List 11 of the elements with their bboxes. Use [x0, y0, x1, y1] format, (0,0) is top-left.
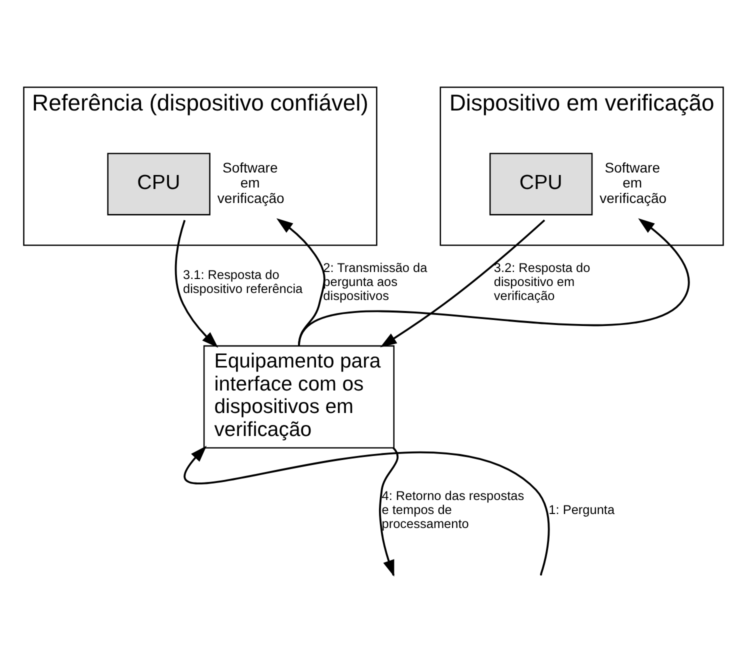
- arrow: [298, 218, 690, 346]
- node-label: Software em verificação: [217, 159, 284, 206]
- arrow: [184, 446, 550, 574]
- arrow: [380, 219, 546, 348]
- edge-label: 1: Pergunta: [548, 502, 615, 518]
- node-label: Software em verificação: [600, 159, 667, 206]
- edge-label: 4: Retorno das respostas e tempos de processamento: [382, 488, 524, 532]
- arrow: [174, 220, 218, 348]
- edge-label: 3.1: Resposta do dispositivo referência: [183, 267, 303, 296]
- edge-label: 3.2: Resposta do dispositivo em verificação: [494, 260, 590, 304]
- node-box: Equipamento para interface com os dispositivos em verificação: [203, 345, 395, 448]
